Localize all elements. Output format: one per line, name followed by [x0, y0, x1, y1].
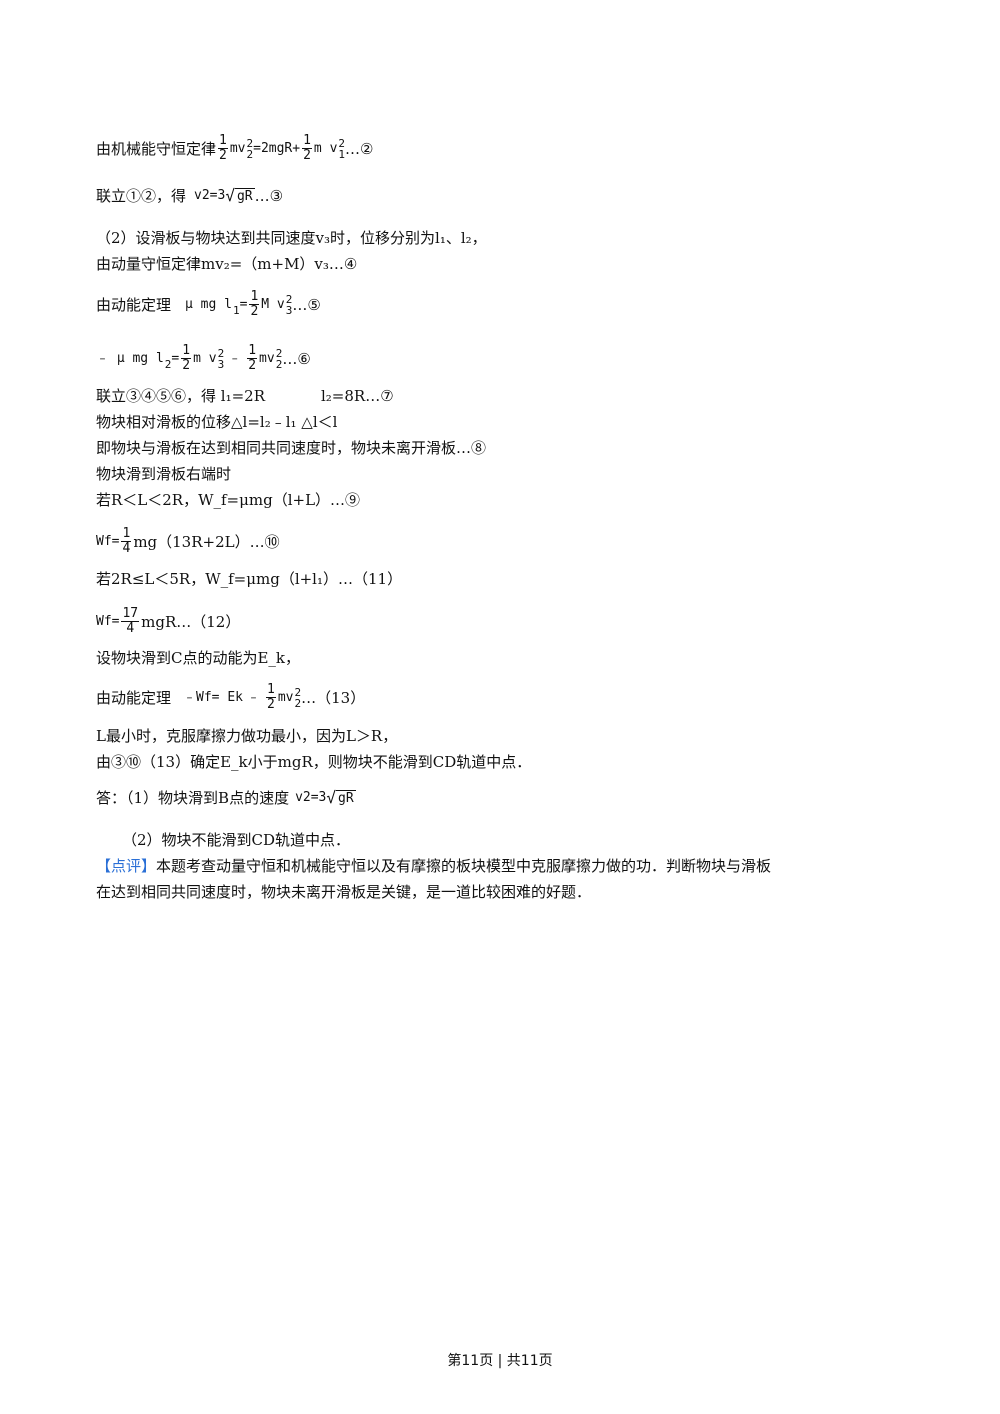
case1-work-line: 若R＜L＜2R，W_f=μmg（l+L）…⑨ — [96, 491, 361, 509]
ek-definition-line: 设物块滑到C点的动能为E_k， — [96, 649, 301, 667]
part2-setup-line: （2）设滑板与物块达到共同速度v₃时，位移分别为l₁、l₂， — [96, 229, 487, 247]
min-work-line: L最小时，克服摩擦力做功最小，因为L＞R， — [96, 727, 398, 745]
sqrt-gR: √gR — [225, 186, 255, 205]
case2-work-line: 若2R≤L＜5R，W_f=μmg（l+l₁）…（11） — [96, 570, 403, 588]
answer-2-line: （2）物块不能滑到CD轨道中点． — [122, 831, 351, 849]
comment-label: 【点评】 — [96, 857, 157, 875]
page-footer: 第11页 | 共11页 — [447, 1353, 553, 1369]
momentum-line: 由动量守恒定律mv₂=（m+M）v₃…④ — [96, 255, 358, 273]
comment-line-2: 在达到相同共同速度时，物块未离开滑板是关键，是一道比较困难的好题． — [96, 883, 592, 901]
conclusion-line: 由③⑩（13）确定E_k小于mgR，则物块不能滑到CD轨道中点． — [96, 753, 532, 771]
relative-displacement-line: 物块相对滑板的位移△l=l₂﹣l₁ △l＜l — [96, 413, 338, 431]
block-reaches-end-line: 物块滑到滑板右端时 — [96, 465, 232, 483]
comment-line-1: 【点评】本题考查动量守恒和机械能守恒以及有摩擦的板块模型中克服摩擦力做的功．判断… — [96, 857, 772, 875]
not-leave-board-line: 即物块与滑板在达到相同共同速度时，物块未离开滑板…⑧ — [96, 439, 487, 457]
